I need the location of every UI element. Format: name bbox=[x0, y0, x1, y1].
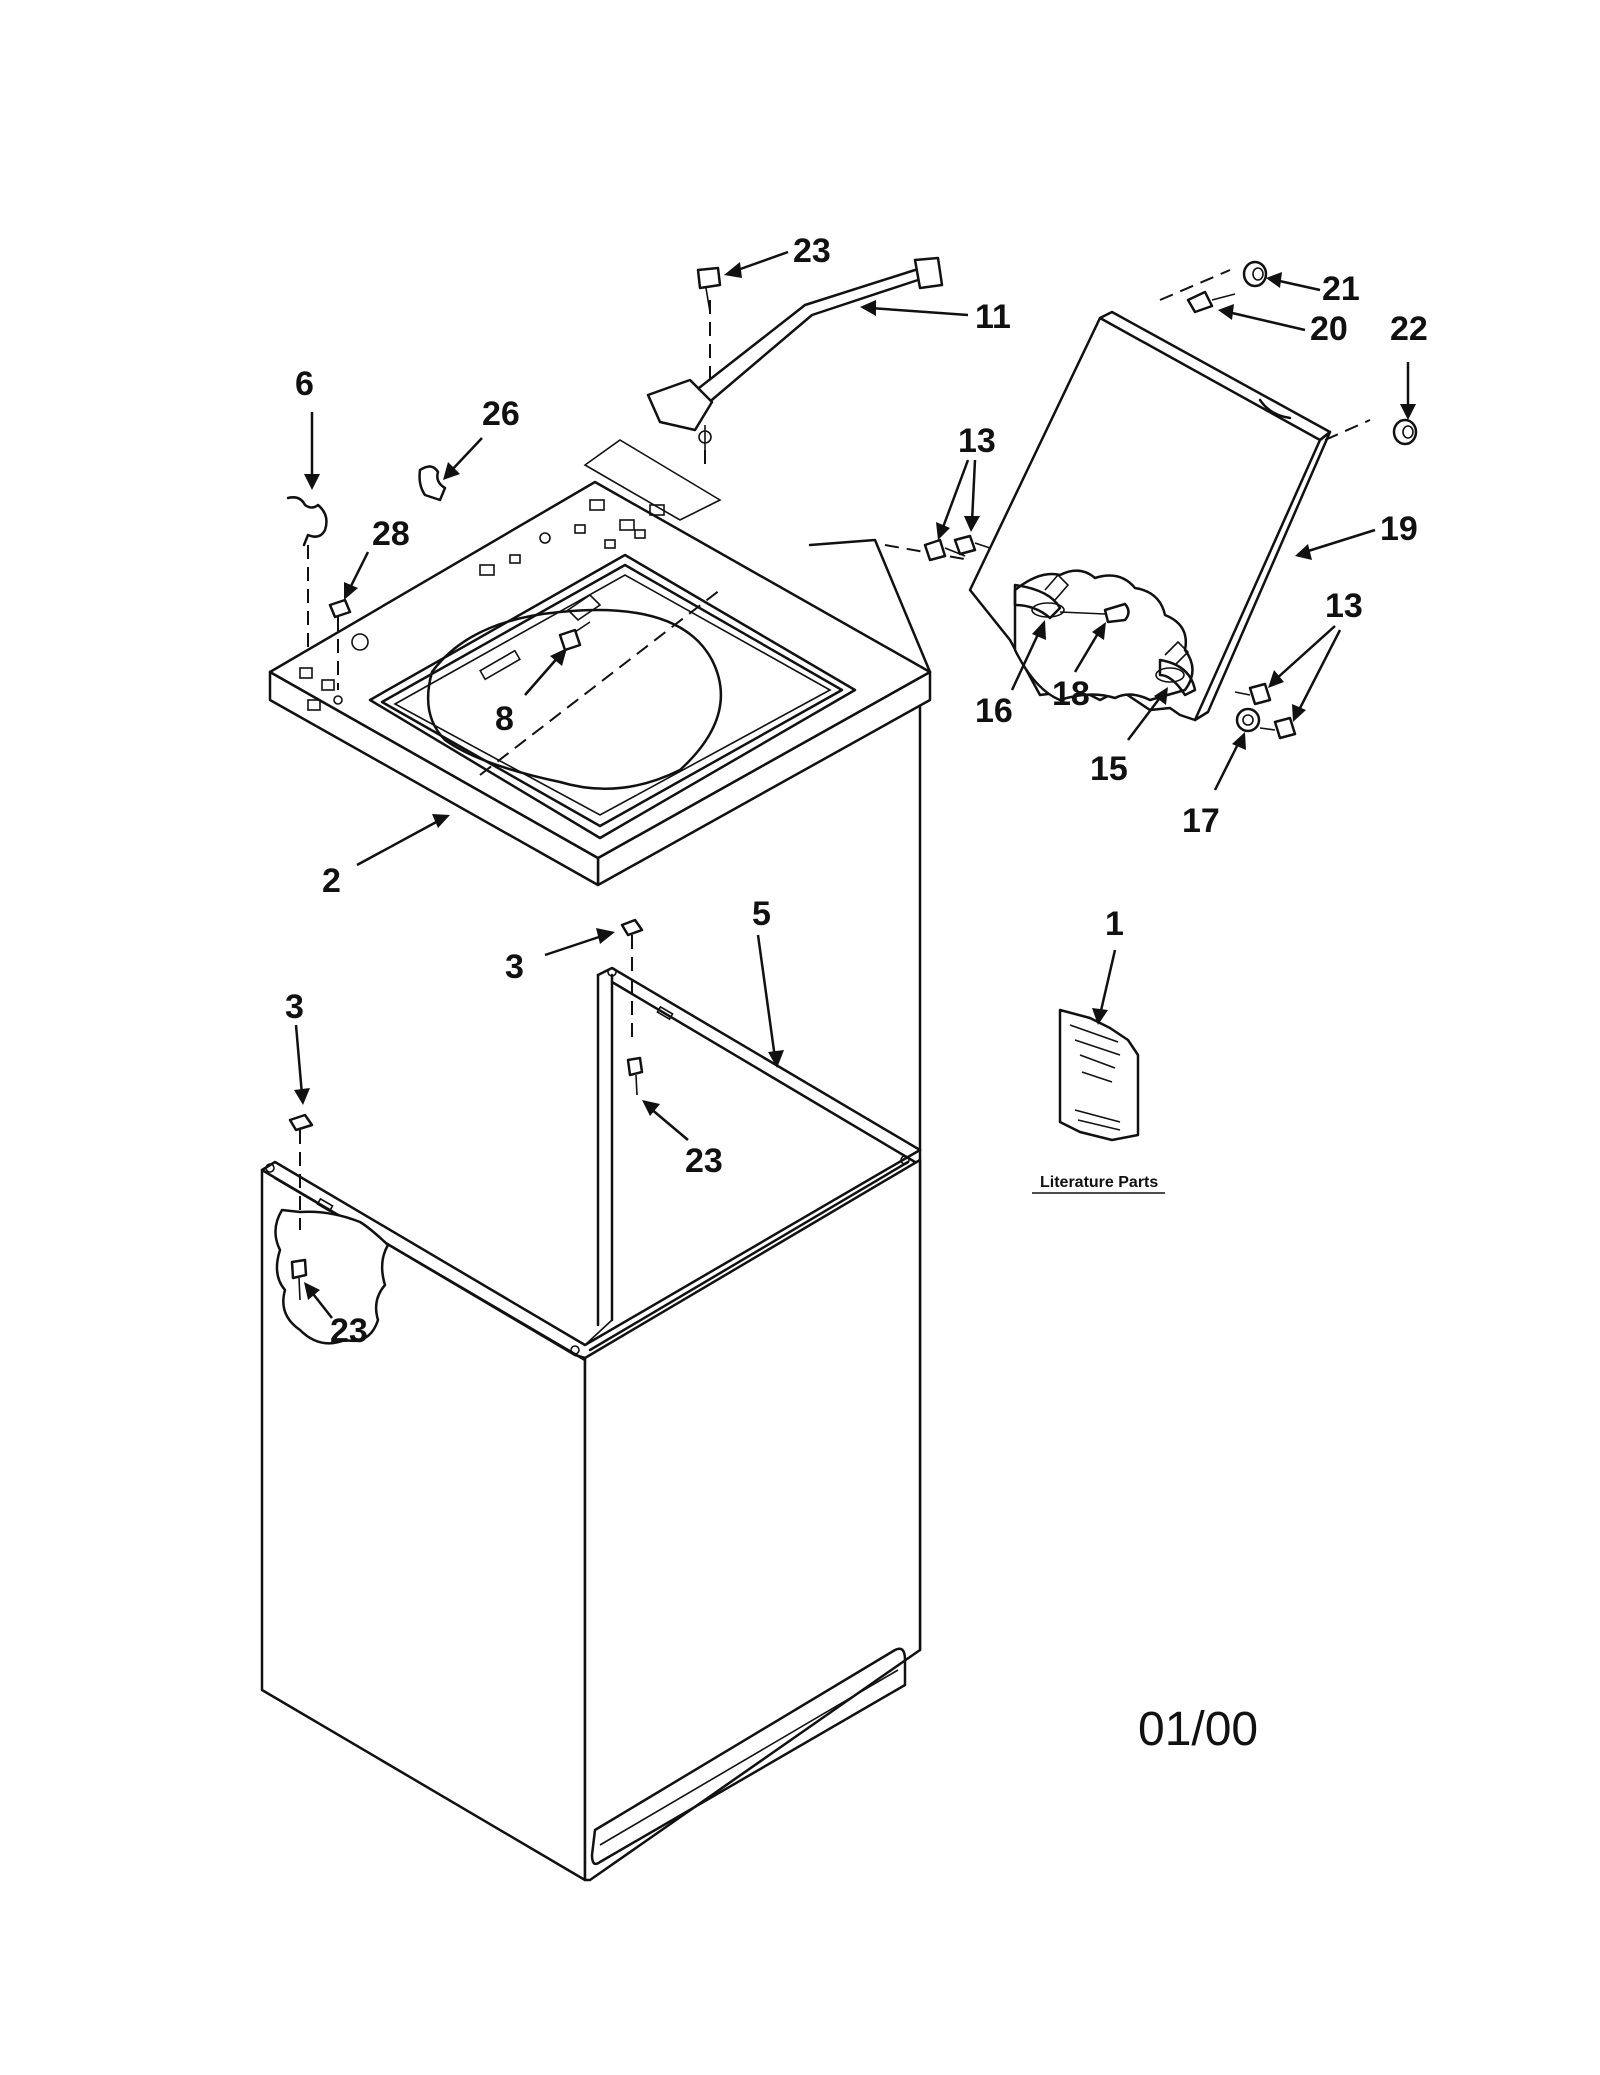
top-panel bbox=[268, 480, 932, 887]
hardware bbox=[286, 260, 1418, 1301]
callout-3-right: 3 bbox=[505, 948, 524, 986]
cabinet bbox=[260, 703, 922, 1882]
leader-arrows bbox=[294, 250, 1416, 1319]
callout-2: 2 bbox=[322, 862, 341, 900]
lid bbox=[884, 269, 1371, 722]
date-code: 01/00 bbox=[1138, 1703, 1258, 1756]
callout-6: 6 bbox=[295, 365, 314, 403]
callout-18: 18 bbox=[1052, 675, 1090, 713]
callout-19: 19 bbox=[1380, 510, 1418, 548]
callout-5: 5 bbox=[752, 895, 771, 933]
literature-booklet bbox=[1058, 1008, 1140, 1142]
callout-16: 16 bbox=[975, 692, 1013, 730]
callout-15: 15 bbox=[1090, 750, 1128, 788]
wire-harness bbox=[583, 256, 944, 521]
callout-20: 20 bbox=[1310, 310, 1348, 348]
callout-23-top: 23 bbox=[793, 232, 831, 270]
callout-1: 1 bbox=[1105, 905, 1124, 943]
callout-17: 17 bbox=[1182, 802, 1220, 840]
literature-parts-caption: Literature Parts bbox=[1040, 1174, 1158, 1191]
callout-11: 11 bbox=[975, 298, 1011, 336]
callout-21: 21 bbox=[1322, 270, 1360, 308]
callout-13-upper: 13 bbox=[958, 422, 996, 460]
callout-labels: 23 11 6 26 28 8 2 3 5 23 3 23 13 16 18 1… bbox=[285, 232, 1428, 1350]
callout-22: 22 bbox=[1390, 310, 1428, 348]
callout-13-lower: 13 bbox=[1325, 587, 1363, 625]
callout-23-right: 23 bbox=[685, 1142, 723, 1180]
callout-3-left: 3 bbox=[285, 988, 304, 1026]
callout-8: 8 bbox=[495, 700, 514, 738]
callout-26: 26 bbox=[482, 395, 520, 433]
callout-23-left: 23 bbox=[330, 1312, 368, 1350]
callout-28: 28 bbox=[372, 515, 410, 553]
